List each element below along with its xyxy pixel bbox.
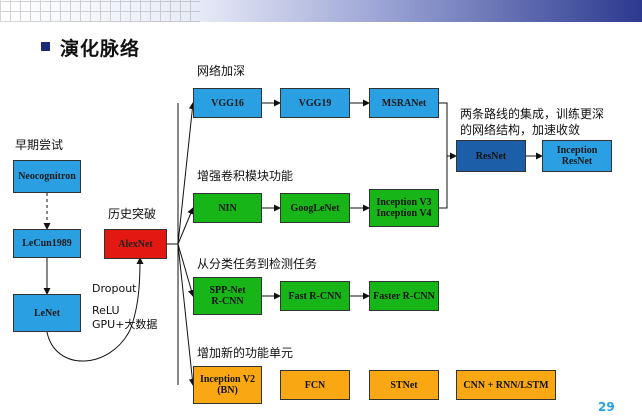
arrow-lenet-alexnet bbox=[46, 257, 144, 362]
node-faster-rcnn: Faster R-CNN bbox=[369, 281, 439, 311]
node-msranet: MSRANet bbox=[369, 88, 439, 118]
node-bn: (BN) bbox=[217, 385, 238, 396]
node-vgg16: VGG16 bbox=[193, 88, 262, 118]
node-inception-resnet-line-2: ResNet bbox=[561, 156, 593, 167]
arrow-to-vgg16 bbox=[177, 102, 196, 245]
banner-grid-pattern bbox=[0, 0, 200, 22]
label-breakthrough: 历史突破 bbox=[108, 207, 157, 221]
arrow-to-inception-v2 bbox=[177, 243, 196, 386]
node-lenet: LeNet bbox=[13, 294, 81, 332]
label-classification-to-detection: 从分类任务到检测任务 bbox=[197, 257, 318, 271]
node-fast-rcnn: Fast R-CNN bbox=[280, 281, 350, 311]
node-inception-v4: Inception V4 bbox=[376, 208, 432, 219]
node-spp-net-rcnn: SPP-Net R-CNN bbox=[193, 277, 262, 315]
node-spp-net: SPP-Net bbox=[209, 285, 246, 296]
label-deeper-networks: 网络加深 bbox=[197, 64, 246, 78]
node-fcn: FCN bbox=[280, 370, 350, 400]
trick-relu: ReLU bbox=[92, 304, 120, 317]
trick-dropout: Dropout bbox=[92, 282, 137, 295]
merge-note-line-2: 的网络结构，加速收敛 bbox=[460, 123, 581, 137]
node-cnn-rnn-lstm: CNN + RNN/LSTM bbox=[456, 370, 556, 400]
slide-title: 演化脉络 bbox=[60, 38, 141, 60]
merge-note: 两条路线的集成，训练更深 的网络结构，加速收敛 bbox=[460, 106, 604, 138]
node-resnet: ResNet bbox=[456, 140, 526, 172]
arrow-to-nin bbox=[177, 207, 194, 245]
title-bullet bbox=[41, 42, 50, 51]
merge-bracket bbox=[439, 102, 448, 209]
label-conv-modules: 增强卷积模块功能 bbox=[197, 169, 294, 183]
node-googlenet: GoogLeNet bbox=[280, 193, 350, 223]
node-stnet: STNet bbox=[369, 370, 439, 400]
node-neocognitron: Neocognitron bbox=[13, 160, 81, 193]
trick-gpu-bigdata: GPU+大数据 bbox=[92, 318, 158, 331]
page-number: 29 bbox=[598, 400, 615, 414]
node-inception-v3: Inception V3 bbox=[376, 197, 432, 208]
label-early-attempts: 早期尝试 bbox=[15, 138, 64, 152]
node-inception-resnet: Inception ResNet bbox=[542, 140, 612, 172]
node-vgg19: VGG19 bbox=[280, 88, 350, 118]
node-inception-resnet-line-1: Inception bbox=[556, 145, 598, 156]
node-alexnet: AlexNet bbox=[104, 229, 167, 259]
label-new-units: 增加新的功能单元 bbox=[197, 346, 294, 360]
merge-note-line-1: 两条路线的集成，训练更深 bbox=[460, 107, 605, 121]
node-nin: NIN bbox=[193, 193, 262, 223]
arrow-to-spp bbox=[177, 243, 195, 297]
alexnet-tricks-note: Dropout ReLU GPU+大数据 bbox=[92, 282, 157, 332]
node-inception-v2: Inception V2 bbox=[199, 374, 256, 385]
node-lecun1989: LeCun1989 bbox=[13, 229, 81, 258]
node-inception-v3-v4: Inception V3 Inception V4 bbox=[369, 189, 439, 227]
top-banner bbox=[0, 0, 642, 22]
node-rcnn: R-CNN bbox=[211, 296, 244, 307]
node-inception-v2-bn: Inception V2 (BN) bbox=[193, 366, 262, 404]
